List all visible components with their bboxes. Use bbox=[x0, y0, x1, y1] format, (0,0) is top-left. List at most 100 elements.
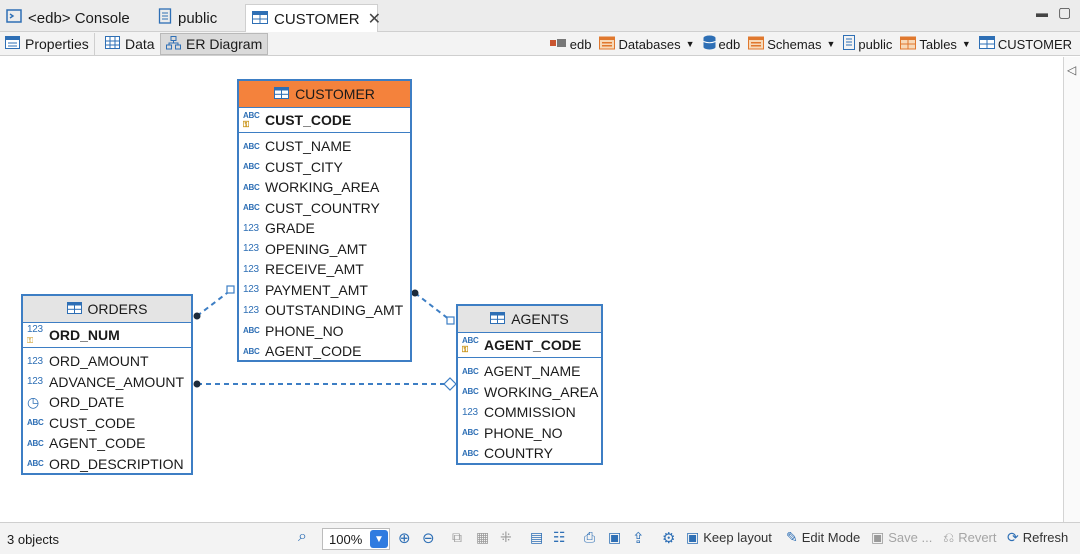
chevron-left-icon[interactable]: ◁ bbox=[1067, 63, 1077, 77]
entity-agents-header[interactable]: AGENTS bbox=[458, 306, 601, 333]
tab-public-label: public bbox=[178, 9, 218, 27]
entity-agents-pk[interactable]: ABC⚿ AGENT_CODE bbox=[458, 333, 601, 358]
breadcrumb-connection[interactable]: edb bbox=[549, 37, 591, 52]
number-type-icon: 123 bbox=[243, 222, 259, 234]
column-name: OUTSTANDING_AMT bbox=[265, 302, 404, 319]
entity-orders-pk[interactable]: 123⚿ ORD_NUM bbox=[23, 323, 191, 348]
column-name: RECEIVE_AMT bbox=[265, 261, 364, 278]
save-button[interactable]: ▣ Save ... bbox=[871, 529, 932, 546]
tab-properties[interactable]: Properties bbox=[0, 33, 95, 55]
layout-icon[interactable]: ⁜ bbox=[500, 529, 512, 545]
refresh-button[interactable]: ⟳ Refresh bbox=[1007, 529, 1068, 546]
tab-er-diagram[interactable]: ER Diagram bbox=[160, 33, 269, 55]
relation-customer-agents[interactable] bbox=[414, 292, 451, 321]
keep-layout-button[interactable]: ▣ Keep layout bbox=[686, 529, 772, 546]
text-type-icon: ABC bbox=[27, 459, 44, 469]
key-text-type-icon: ABC⚿ bbox=[462, 335, 479, 354]
tab-customer[interactable]: CUSTOMER ✕ bbox=[245, 4, 381, 33]
entity-column[interactable]: ◷ORD_DATE bbox=[23, 392, 191, 413]
arrange-icon[interactable]: ⧉ bbox=[452, 529, 462, 545]
export-icon[interactable]: ⇪ bbox=[632, 530, 645, 547]
attributes-icon[interactable]: ☷ bbox=[553, 529, 566, 545]
entity-customer-pk[interactable]: ABC⚿ CUST_CODE bbox=[239, 108, 410, 133]
text-type-icon: ABC bbox=[243, 346, 260, 356]
entity-orders-header[interactable]: ORDERS bbox=[23, 296, 191, 323]
column-name: WORKING_AREA bbox=[484, 383, 599, 400]
zoom-select[interactable]: 100% ▼ bbox=[322, 528, 390, 550]
revert-label: Revert bbox=[958, 530, 997, 545]
breadcrumb-databases[interactable]: Databases ▼ bbox=[599, 36, 695, 53]
tab-console[interactable]: <edb> Console bbox=[0, 5, 150, 31]
entity-column[interactable]: 123 OUTSTANDING_AMT bbox=[239, 300, 410, 321]
grid-icon[interactable]: ▦ bbox=[476, 529, 490, 545]
pk-name: CUST_CODE bbox=[265, 112, 352, 128]
breadcrumb: edb Databases ▼ edb Schemas ▼ public bbox=[549, 32, 1072, 56]
entity-agents-title: AGENTS bbox=[511, 311, 569, 327]
text-type-icon: ABC bbox=[243, 203, 260, 213]
entity-customer-header[interactable]: CUSTOMER bbox=[239, 81, 410, 108]
chevron-down-icon[interactable]: ▼ bbox=[826, 39, 836, 49]
zoom-in-icon[interactable]: ⊕ bbox=[398, 530, 411, 547]
tab-public[interactable]: public bbox=[152, 5, 244, 31]
number-type-icon: 123 bbox=[27, 355, 43, 367]
text-type-icon: ABC bbox=[462, 448, 479, 458]
relation-orders-agents-start bbox=[443, 377, 457, 391]
text-type-icon: ABC bbox=[462, 428, 479, 438]
number-type-icon: 123 bbox=[243, 304, 259, 316]
entity-customer-title: CUSTOMER bbox=[295, 86, 375, 102]
close-icon[interactable]: ✕ bbox=[367, 11, 381, 28]
chevron-down-icon[interactable]: ▼ bbox=[685, 39, 695, 49]
breadcrumb-table[interactable]: CUSTOMER bbox=[978, 36, 1072, 52]
search-icon[interactable]: ⌕ bbox=[298, 528, 307, 545]
notes-icon[interactable]: ▤ bbox=[530, 529, 544, 545]
folder-icon bbox=[900, 36, 917, 53]
minimize-icon[interactable]: ▬ bbox=[1036, 6, 1048, 20]
column-name: WORKING_AREA bbox=[265, 179, 380, 196]
zoom-out-icon[interactable]: ⊖ bbox=[422, 530, 435, 547]
breadcrumb-schemas[interactable]: Schemas ▼ bbox=[748, 36, 835, 53]
chevron-down-icon[interactable]: ▼ bbox=[370, 530, 388, 548]
number-type-icon: 123 bbox=[243, 243, 259, 255]
side-panel-toggle[interactable]: ◁ bbox=[1063, 57, 1080, 522]
edit-mode-button[interactable]: ✎ Edit Mode bbox=[786, 529, 860, 546]
relation-orders-customer[interactable] bbox=[196, 289, 232, 317]
edit-mode-label: Edit Mode bbox=[801, 530, 861, 545]
settings-icon[interactable]: ⚙ bbox=[662, 530, 676, 547]
column-name: CUST_NAME bbox=[265, 138, 352, 155]
breadcrumb-schema[interactable]: public bbox=[843, 35, 892, 53]
export-image-icon[interactable]: ▣ bbox=[608, 529, 622, 545]
column-name: CUST_CODE bbox=[49, 414, 136, 431]
maximize-icon[interactable]: ▢ bbox=[1058, 4, 1072, 20]
breadcrumb-tables[interactable]: Tables ▼ bbox=[900, 36, 971, 53]
text-type-icon: ABC bbox=[27, 438, 44, 448]
chevron-down-icon[interactable]: ▼ bbox=[961, 39, 971, 49]
zoom-value: 100% bbox=[329, 531, 363, 547]
print-icon[interactable]: ⎙ bbox=[584, 529, 596, 545]
breadcrumb-database[interactable]: edb bbox=[702, 35, 740, 53]
revert-button[interactable]: ⎌ Revert bbox=[943, 529, 997, 546]
